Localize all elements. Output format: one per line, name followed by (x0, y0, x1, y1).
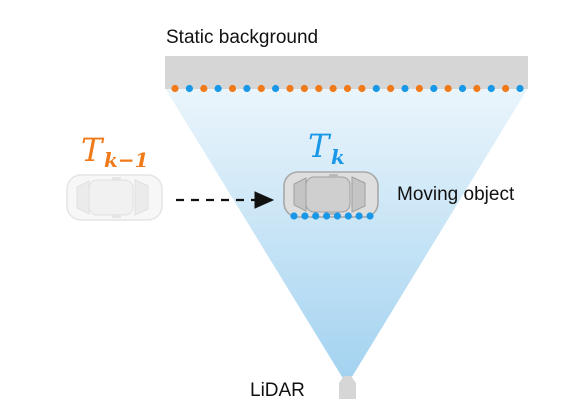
static-point (372, 84, 380, 93)
static-point (214, 84, 222, 93)
static-point (243, 84, 251, 93)
static-point (257, 84, 265, 93)
t-curr-main: T (308, 127, 332, 165)
object-point (366, 212, 374, 220)
static-background-wall (165, 56, 528, 89)
t-curr-sub: k (331, 145, 345, 169)
static-point (185, 84, 193, 93)
car-current (283, 171, 379, 218)
static-point (516, 84, 524, 93)
object-point (355, 212, 363, 220)
object-point (333, 212, 341, 220)
static-points (171, 84, 524, 93)
static-point (171, 84, 179, 93)
lidar-label: LiDAR (250, 380, 305, 401)
static-point (315, 84, 323, 93)
t-curr-label: T k (308, 127, 345, 169)
static-point (415, 84, 423, 93)
static-point (200, 84, 208, 93)
static-point (487, 84, 495, 93)
static-point (502, 84, 510, 93)
object-point (323, 212, 331, 220)
static-point (387, 84, 395, 93)
static-point (430, 84, 438, 93)
object-point (301, 212, 309, 220)
static-point (458, 84, 467, 93)
car-previous (66, 174, 163, 221)
static-point (228, 84, 237, 93)
object-point (290, 212, 298, 220)
static-background-label: Static background (166, 27, 318, 48)
object-points (290, 212, 374, 220)
static-point (358, 84, 366, 93)
t-prev-sub: k−1 (104, 148, 149, 172)
static-point (401, 84, 409, 93)
object-point (344, 212, 352, 220)
lidar-beam (165, 88, 528, 385)
object-point (312, 212, 320, 220)
lidar-sensor-icon (339, 376, 356, 399)
static-point (286, 84, 294, 93)
t-prev-main: T (81, 131, 105, 169)
static-point (473, 84, 481, 93)
static-point (300, 84, 308, 93)
t-prev-label: T k−1 (81, 131, 149, 172)
moving-object-label: Moving object (397, 184, 515, 205)
static-point (343, 84, 352, 93)
static-point (329, 84, 337, 93)
static-point (272, 84, 280, 93)
static-point (444, 84, 452, 93)
